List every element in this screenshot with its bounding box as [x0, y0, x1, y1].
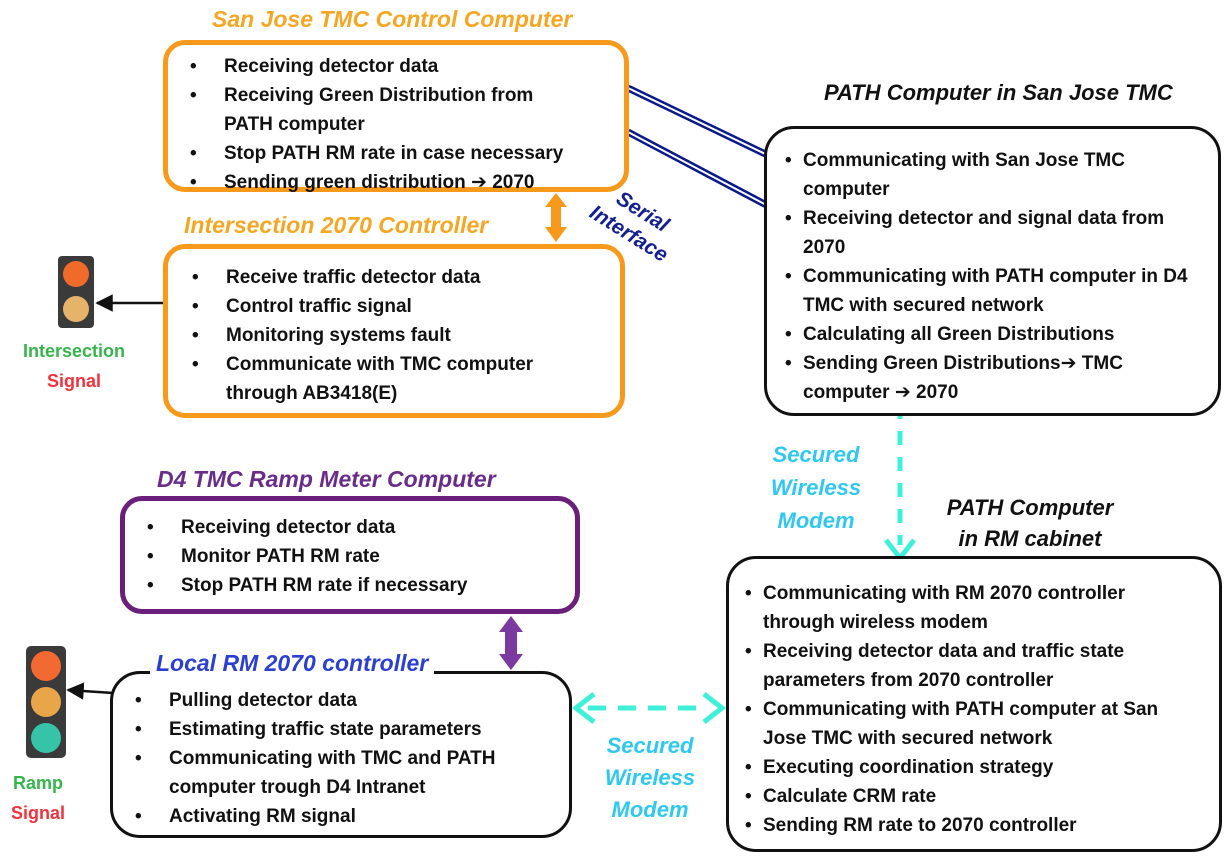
list-item: Control traffic signal	[186, 292, 610, 321]
ramp-traffic-light-icon	[26, 646, 66, 758]
path-rm-title: PATH Computer in RM cabinet	[920, 492, 1140, 554]
wireless-top-line2: Wireless	[770, 475, 862, 500]
path-sj-title: PATH Computer in San Jose TMC	[824, 80, 1173, 105]
sj-tmc-title: San Jose TMC Control Computer	[212, 6, 573, 32]
local-rm-list: Pulling detector data Estimating traffic…	[129, 686, 559, 831]
list-item: Estimating traffic state parameters	[129, 715, 559, 744]
list-item: Receiving Green Distribution from PATH c…	[184, 81, 614, 139]
list-item: Receiving detector data	[141, 513, 565, 542]
list-item: Calculate CRM rate	[743, 782, 1209, 811]
wireless-bottom-label: Secured Wireless Modem	[592, 730, 708, 826]
list-item: Receiving detector and signal data from …	[783, 204, 1208, 262]
list-item: Communicate with TMC computer through AB…	[186, 350, 610, 408]
path-sj-box: Communicating with San Jose TMC computer…	[764, 126, 1221, 416]
serial-interface-link	[626, 84, 784, 212]
list-item: Receiving detector data	[184, 52, 614, 81]
intersection-traffic-light-icon	[58, 256, 94, 328]
wireless-bottom-line3: Modem	[611, 797, 689, 822]
list-item: Executing coordination strategy	[743, 753, 1209, 782]
intersection-list: Receive traffic detector data Control tr…	[186, 263, 610, 408]
list-item: Sending green distribution ➔ 2070	[184, 168, 614, 197]
path-rm-title-line2: in RM cabinet	[958, 526, 1102, 551]
intersection-label-line1: Intersection	[22, 341, 126, 361]
path-sj-list: Communicating with San Jose TMC computer…	[783, 146, 1208, 407]
list-item: Communicating with PATH computer at San …	[743, 695, 1209, 753]
local-rm-box: Pulling detector data Estimating traffic…	[110, 671, 572, 838]
list-item: Stop PATH RM rate in case necessary	[184, 139, 614, 168]
wireless-top-line1: Secured	[772, 442, 860, 467]
list-item: Communicating with TMC and PATH computer…	[129, 744, 559, 802]
sj-tmc-list: Receiving detector data Receiving Green …	[184, 52, 614, 197]
wireless-bottom-line2: Wireless	[604, 765, 696, 790]
ramp-label-line1: Ramp	[12, 773, 63, 793]
list-item: Pulling detector data	[129, 686, 559, 715]
list-item: Calculating all Green Distributions	[783, 320, 1208, 349]
path-rm-box: Communicating with RM 2070 controller th…	[726, 556, 1222, 852]
sj-tmc-box: Receiving detector data Receiving Green …	[163, 40, 629, 197]
list-item: Receiving detector data and traffic stat…	[743, 637, 1209, 695]
orange-double-arrow	[545, 193, 567, 242]
purple-double-arrow	[499, 616, 523, 670]
d4-tmc-list: Receiving detector data Monitor PATH RM …	[141, 513, 565, 600]
path-rm-list: Communicating with RM 2070 controller th…	[743, 579, 1209, 840]
intersection-signal-label: Intersection Signal	[8, 336, 140, 396]
list-item: Communicating with PATH computer in D4 T…	[783, 262, 1208, 320]
intersection-label-line2: Signal	[46, 371, 101, 391]
list-item: Communicating with RM 2070 controller th…	[743, 579, 1209, 637]
wireless-horizontal-arrow	[571, 692, 727, 724]
list-item: Monitoring systems fault	[186, 321, 610, 350]
list-item: Monitor PATH RM rate	[141, 542, 565, 571]
intersection-title: Intersection 2070 Controller	[184, 212, 489, 238]
list-item: Stop PATH RM rate if necessary	[141, 571, 565, 600]
ramp-signal-arrow	[66, 682, 114, 700]
local-rm-title: Local RM 2070 controller	[150, 650, 435, 677]
list-item: Sending Green Distributions➔ TMC compute…	[783, 349, 1208, 407]
d4-tmc-box: Receiving detector data Monitor PATH RM …	[120, 496, 580, 614]
list-item: Sending RM rate to 2070 controller	[743, 811, 1209, 840]
wireless-top-line3: Modem	[777, 508, 855, 533]
intersection-box: Receive traffic detector data Control tr…	[163, 244, 625, 418]
list-item: Receive traffic detector data	[186, 263, 610, 292]
wireless-top-label: Secured Wireless Modem	[758, 438, 874, 537]
list-item: Communicating with San Jose TMC computer	[783, 146, 1208, 204]
wireless-bottom-line1: Secured	[606, 733, 694, 758]
list-item: Activating RM signal	[129, 802, 559, 831]
ramp-signal-label: Ramp Signal	[0, 768, 76, 828]
d4-tmc-title: D4 TMC Ramp Meter Computer	[157, 466, 496, 492]
path-rm-title-line1: PATH Computer	[946, 495, 1114, 520]
ramp-label-line2: Signal	[10, 803, 65, 823]
